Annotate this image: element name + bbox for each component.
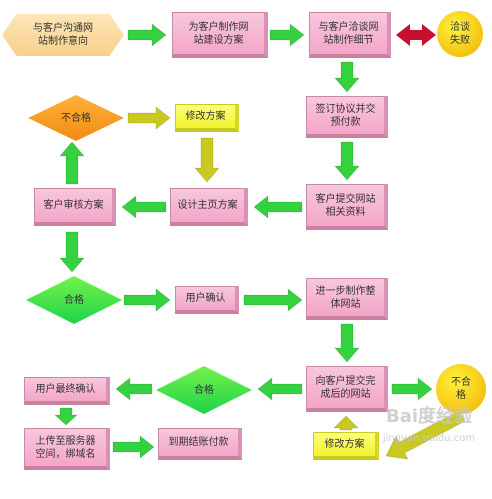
arrow-submit-to-qualified2 xyxy=(257,377,303,401)
arrow-qualified2-to-final xyxy=(115,377,153,401)
node-revise-2: 修改方案 xyxy=(313,432,379,460)
arrow-final-to-upload xyxy=(53,407,79,426)
arrow-plan-to-negotiate xyxy=(269,23,305,47)
arrow-confirm-to-build xyxy=(243,288,303,312)
node-further-build: 进一步制作整 体网站 xyxy=(306,278,388,320)
node-upload: 上传至服务器 空间，绑域名 xyxy=(24,428,110,470)
node-negotiate: 与客户洽谈网 站制作细节 xyxy=(309,12,391,58)
arrow-review-to-unqualified xyxy=(59,141,85,185)
arrow-negotiate-fail xyxy=(396,24,436,46)
node-user-confirm: 用户确认 xyxy=(175,286,239,314)
arrow-design-to-review xyxy=(121,195,167,219)
baidu-watermark: Bai度经验 jingyan.baidu.com xyxy=(366,406,492,466)
arrow-materials-to-design xyxy=(253,195,303,219)
watermark-brand: Bai度经验 xyxy=(385,406,473,427)
watermark-url: jingyan.baidu.com xyxy=(382,433,476,444)
arrow-revise-to-design xyxy=(194,137,220,183)
arrow-negotiate-to-sign xyxy=(334,61,360,93)
node-customer-review: 客户审核方案 xyxy=(34,188,116,226)
arrow-review-to-qualified xyxy=(59,231,85,273)
node-submit-materials: 客户提交网站 相关资料 xyxy=(306,184,388,230)
node-sign: 签订协议并交 预付款 xyxy=(306,96,388,138)
arrow-revise2-to-submit xyxy=(333,415,359,431)
node-settle: 到期结账付款 xyxy=(158,428,242,460)
node-fail: 洽谈 失败 xyxy=(437,11,483,57)
arrow-unqualified-to-revise2 xyxy=(385,410,466,460)
arrow-sign-to-materials xyxy=(334,141,360,181)
arrow-upload-to-settle xyxy=(112,435,155,459)
arrow-submit-to-unqualified xyxy=(391,377,433,401)
node-design-home: 设计主页方案 xyxy=(170,188,248,226)
node-revise-1: 修改方案 xyxy=(175,104,239,132)
arrow-unqualified-to-revise xyxy=(127,106,171,130)
node-start: 与客户沟通网 站制作意向 xyxy=(2,14,124,56)
node-final-confirm: 用户最终确认 xyxy=(24,377,110,405)
node-submit-site: 向客户提交完 成后的网站 xyxy=(306,366,388,412)
arrow-start-to-plan xyxy=(127,23,167,47)
node-unqualified-2: 不合 格 xyxy=(436,364,486,414)
arrow-qualified-to-confirm xyxy=(123,288,171,312)
node-build-plan: 为客户制作网 站建设方案 xyxy=(172,12,268,58)
arrow-build-to-submit xyxy=(334,323,360,363)
